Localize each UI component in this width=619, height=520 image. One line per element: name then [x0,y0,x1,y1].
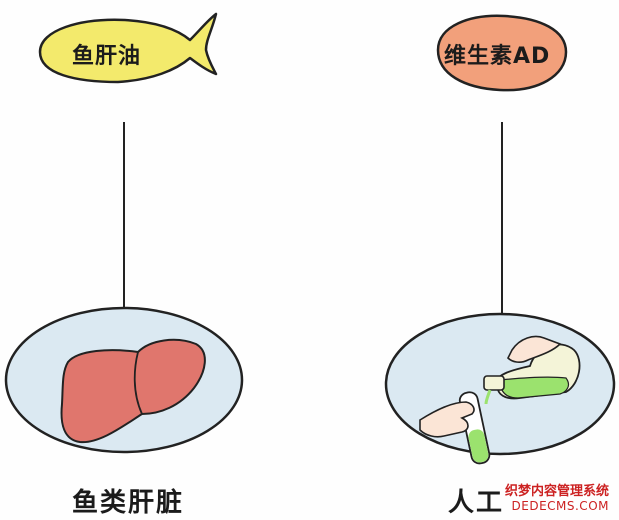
right-bottom-label: 人工 [448,488,505,518]
liver-icon [60,338,206,444]
watermark-line2: DEDECMS.COM [511,499,609,513]
fish-shape [38,12,218,84]
capsule-shape [436,14,568,92]
watermark-line1: 织梦内容管理系统 [504,484,609,499]
pouring-test-tube-icon [419,335,581,465]
left-bottom-label: 鱼类肝脏 [72,488,185,518]
left-top-label: 鱼肝油 [72,44,142,69]
watermark: 织梦内容管理系统 DEDECMS.COM [505,484,609,514]
right-top-label: 维生素AD [444,44,551,69]
